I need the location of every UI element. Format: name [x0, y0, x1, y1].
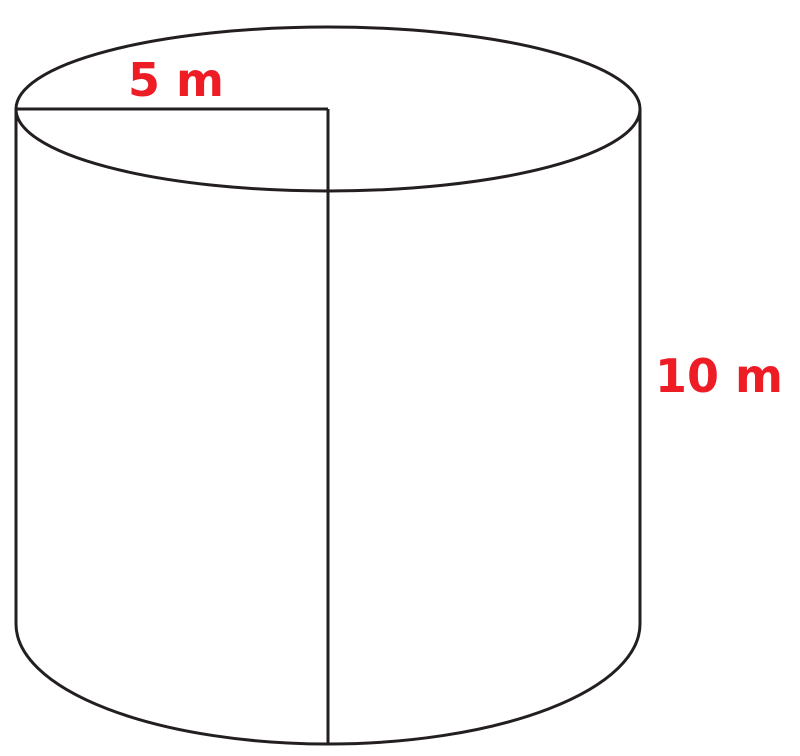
height-label: 10 m [655, 349, 783, 403]
radius-label: 5 m [128, 53, 224, 107]
